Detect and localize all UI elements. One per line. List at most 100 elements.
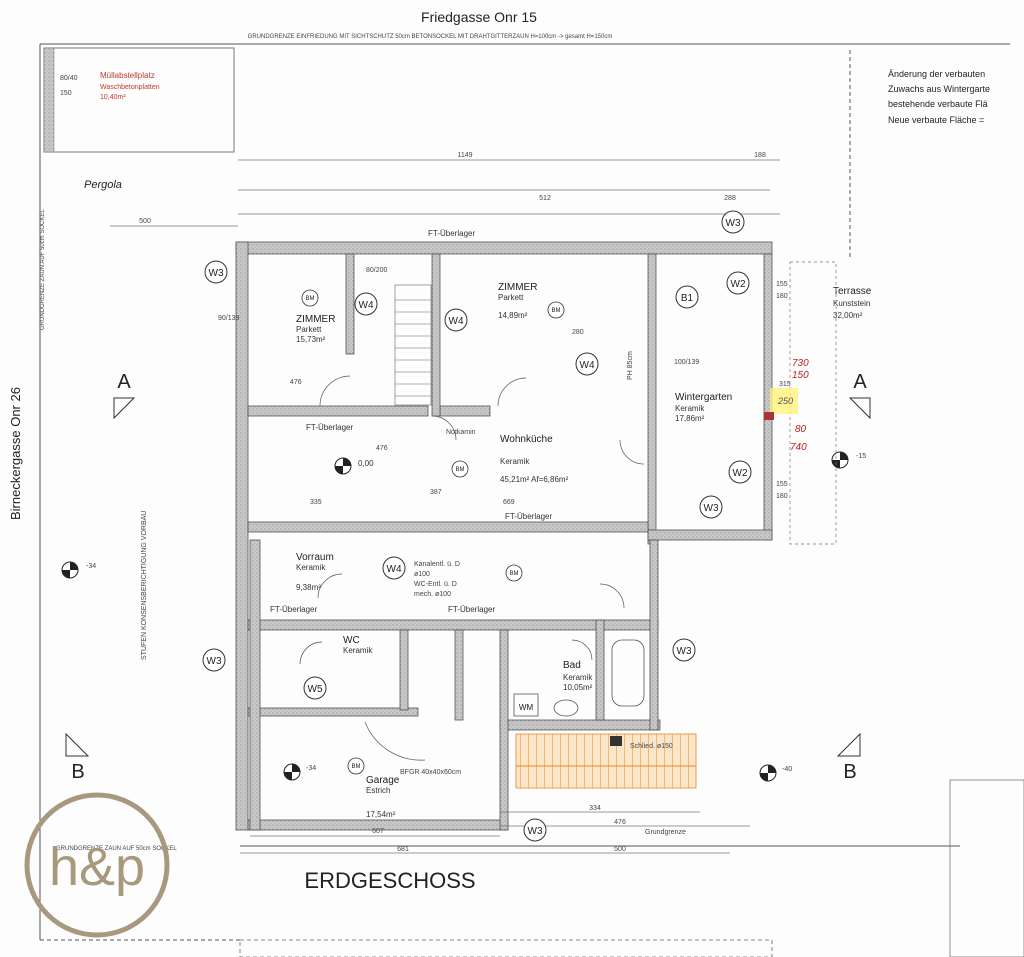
svg-text:Keramik: Keramik <box>296 563 326 572</box>
svg-text:W4: W4 <box>387 564 402 575</box>
svg-text:150: 150 <box>792 370 809 381</box>
svg-text:W3: W3 <box>677 646 692 657</box>
svg-text:180: 180 <box>776 293 788 300</box>
ft-overlay-5: FT-Überlager <box>448 605 495 614</box>
svg-text:BM: BM <box>352 764 361 770</box>
svg-text:315: 315 <box>779 381 791 388</box>
svg-text:80/200: 80/200 <box>366 267 388 274</box>
svg-text:15,73m²: 15,73m² <box>296 335 326 344</box>
svg-text:Keramik: Keramik <box>563 673 593 682</box>
terrace-outline <box>789 261 837 545</box>
svg-text:-34: -34 <box>86 563 96 570</box>
svg-text:-15: -15 <box>856 453 866 460</box>
svg-text:Änderung der verbauten: Änderung der verbauten <box>888 69 985 79</box>
svg-text:150: 150 <box>60 90 72 97</box>
svg-text:335: 335 <box>310 499 322 506</box>
mech-label: mech. ø100 <box>414 591 451 598</box>
washing-machine <box>513 693 539 717</box>
top-dimensions <box>110 159 780 227</box>
svg-text:500: 500 <box>614 846 626 853</box>
svg-text:h&p: h&p <box>49 837 145 897</box>
ft-overlay-1: FT-Überlager <box>428 229 475 238</box>
hp-logo: h&p <box>24 792 170 938</box>
opening-tag-labels: W3 W3 W4 W4 W4 B1 W2 W2 W3 W4 W3 W5 W3 W… <box>207 218 748 837</box>
svg-text:500: 500 <box>139 218 151 225</box>
notkamin-label: Notkamin <box>446 429 476 436</box>
svg-text:17,54m²: 17,54m² <box>366 810 396 819</box>
svg-text:100/139: 100/139 <box>674 359 699 366</box>
svg-text:17,86m²: 17,86m² <box>675 414 705 423</box>
svg-text:Zuwachs aus Wintergarte: Zuwachs aus Wintergarte <box>888 84 990 94</box>
svg-text:1149: 1149 <box>457 152 472 159</box>
svg-text:14,89m²: 14,89m² <box>498 311 528 320</box>
bottom-dimensions <box>240 811 750 854</box>
handwritten-annotations: 730 150 250 80 740 <box>764 358 809 453</box>
svg-text:A: A <box>853 371 867 393</box>
svg-text:10,05m²: 10,05m² <box>563 683 593 692</box>
svg-text:Keramik: Keramik <box>675 404 705 413</box>
waste-area-title: Müllabstellplatz <box>100 71 155 80</box>
svg-text:W4: W4 <box>449 316 464 327</box>
svg-text:-40: -40 <box>782 766 792 773</box>
wm-label: WM <box>519 703 534 712</box>
svg-text:W2: W2 <box>731 279 746 290</box>
svg-text:BM: BM <box>552 308 561 314</box>
svg-text:476: 476 <box>614 819 626 826</box>
svg-text:W4: W4 <box>580 360 595 371</box>
svg-text:250: 250 <box>777 396 793 406</box>
svg-text:bestehende verbaute Flä: bestehende verbaute Flä <box>888 99 988 109</box>
bathtub <box>611 639 645 707</box>
svg-text:W3: W3 <box>704 503 719 514</box>
svg-text:280: 280 <box>572 329 584 336</box>
room-garage: Garage Estrich 17,54m² <box>366 775 400 819</box>
bottom-fence-label: GRUNDGRENZE ZAUN AUF 50cm SOCKEL <box>56 846 177 852</box>
svg-text:90/139: 90/139 <box>218 315 240 322</box>
wc-drain-label: WC-Entl. ü. D <box>414 581 457 588</box>
svg-text:32,00m²: 32,00m² <box>833 311 863 320</box>
svg-text:ZIMMER: ZIMMER <box>296 314 335 325</box>
svg-text:BM: BM <box>306 296 315 302</box>
garage-stairs <box>515 733 697 789</box>
svg-text:288: 288 <box>724 195 736 202</box>
waste-area-sub: Waschbetonplatten <box>100 84 160 91</box>
svg-text:Estrich: Estrich <box>366 786 390 795</box>
svg-text:512: 512 <box>539 195 551 202</box>
plan-title: Friedgasse Onr 15 <box>421 9 537 25</box>
svg-text:155: 155 <box>776 481 788 488</box>
svg-text:BM: BM <box>456 467 465 473</box>
room-vorraum: Vorraum Keramik 9,38m² <box>296 552 334 592</box>
bath-basin <box>553 699 579 717</box>
svg-text:A: A <box>117 371 131 393</box>
svg-text:387: 387 <box>430 489 442 496</box>
pergola-label: Pergola <box>84 179 122 191</box>
svg-text:Terrasse: Terrasse <box>833 286 872 297</box>
svg-text:Parkett: Parkett <box>498 293 524 302</box>
svg-text:Bad: Bad <box>563 660 581 671</box>
ft-overlay-4: FT-Überlager <box>270 605 317 614</box>
svg-text:W3: W3 <box>209 268 224 279</box>
room-terrasse: Terrasse Kunststein 32,00m² <box>833 286 872 320</box>
svg-text:B: B <box>843 761 856 783</box>
ph-label: PH 85cm <box>627 351 634 380</box>
kanal-label: Kanalentl. ü. D <box>414 561 460 568</box>
svg-text:669: 669 <box>503 499 515 506</box>
svg-text:80/40: 80/40 <box>60 75 78 82</box>
opening-tags <box>202 210 752 842</box>
street-label: Birneckergasse Onr 26 <box>8 387 23 520</box>
door-swings <box>299 375 645 761</box>
svg-text:188: 188 <box>754 152 766 159</box>
svg-text:W2: W2 <box>733 468 748 479</box>
room-wohnkueche: Wohnküche Keramik 45,21m² Af=6,86m² <box>500 434 569 484</box>
svg-text:Parkett: Parkett <box>296 325 322 334</box>
svg-text:Neue verbaute Fläche =: Neue verbaute Fläche = <box>888 115 984 125</box>
svg-text:ZIMMER: ZIMMER <box>498 282 537 293</box>
building-walls <box>235 241 773 831</box>
svg-text:334: 334 <box>589 805 601 812</box>
svg-text:155: 155 <box>776 281 788 288</box>
left-fence-label: GRUNDGRENZE ZAUN AUF 50cm SOCKEL <box>40 209 46 330</box>
svg-text:730: 730 <box>792 358 809 369</box>
svg-text:B1: B1 <box>681 293 694 304</box>
svg-text:45,21m² Af=6,86m²: 45,21m² Af=6,86m² <box>500 475 569 484</box>
stairs-note-label: STUFEN KONSENSBERICHTIGUNG VORBAU <box>141 511 148 660</box>
